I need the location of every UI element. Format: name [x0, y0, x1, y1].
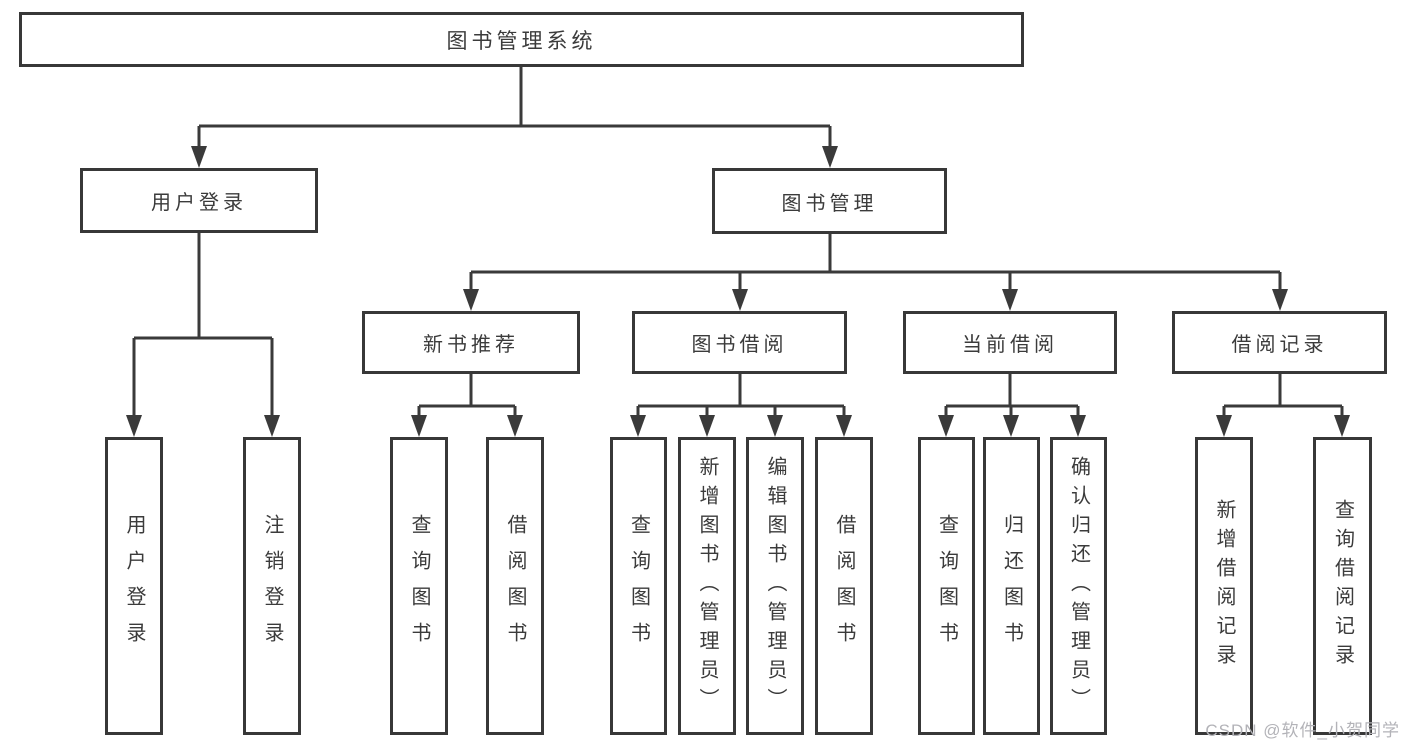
node-borrowing-records: 借阅记录 [1172, 311, 1387, 374]
connector-current-borrowing-children [944, 374, 1080, 417]
node-label: 图书管理系统 [446, 29, 597, 53]
node-label: 图书管理 [781, 192, 878, 215]
node-label: 新书推荐 [423, 334, 519, 356]
connector-user-login-children [132, 233, 274, 417]
node-label: 查询图书 [408, 514, 430, 658]
node-label: 编辑图书（管理员） [764, 455, 786, 717]
node-label: 新增借阅记录 [1213, 499, 1235, 673]
connector-book-mgmt-children [469, 234, 1282, 291]
arrowheads [126, 146, 1350, 437]
node-label: 用户登录 [151, 192, 247, 214]
node-query-books: 查询图书 [610, 437, 667, 735]
connector-book-borrowing-children [636, 374, 846, 417]
node-label: 图书借阅 [691, 334, 788, 356]
node-query-borrowing-record: 查询借阅记录 [1313, 437, 1372, 735]
connector-new-books-children [417, 374, 517, 417]
node-borrow-books: 借阅图书 [815, 437, 873, 735]
node-borrow-books: 借阅图书 [486, 437, 544, 735]
node-label: 归还图书 [1000, 514, 1023, 658]
node-library-management-system: 图书管理系统 [19, 12, 1024, 67]
node-confirm-return-admin: 确认归还（管理员） [1050, 437, 1107, 735]
node-edit-books-admin: 编辑图书（管理员） [746, 437, 804, 735]
node-logout-action: 注销登录 [243, 437, 301, 735]
node-add-borrowing-record: 新增借阅记录 [1195, 437, 1253, 735]
node-label: 借阅图书 [504, 514, 526, 658]
node-label: 查询图书 [627, 514, 650, 658]
node-book-borrowing: 图书借阅 [632, 311, 847, 374]
node-label: 查询图书 [935, 514, 958, 658]
node-label: 用户登录 [123, 514, 145, 658]
connector-root-to-level2 [197, 67, 832, 148]
node-label: 借阅图书 [833, 514, 855, 658]
node-label: 查询借阅记录 [1331, 499, 1354, 673]
node-label: 注销登录 [261, 514, 283, 658]
node-label: 当前借阅 [962, 334, 1058, 356]
node-return-books: 归还图书 [983, 437, 1040, 735]
node-query-books: 查询图书 [918, 437, 975, 735]
watermark: CSDN @软件_小贺同学 [1205, 721, 1400, 740]
node-user-login-action: 用户登录 [105, 437, 163, 735]
connector-borrowing-records-children [1222, 374, 1344, 417]
node-label: 确认归还（管理员） [1067, 455, 1090, 717]
node-new-book-recommendation: 新书推荐 [362, 311, 580, 374]
node-label: 借阅记录 [1231, 334, 1328, 356]
node-label: 新增图书（管理员） [696, 455, 718, 717]
node-user-login: 用户登录 [80, 168, 318, 233]
node-add-books-admin: 新增图书（管理员） [678, 437, 736, 735]
node-query-books: 查询图书 [390, 437, 448, 735]
node-book-management: 图书管理 [712, 168, 947, 234]
node-current-borrowing: 当前借阅 [903, 311, 1117, 374]
